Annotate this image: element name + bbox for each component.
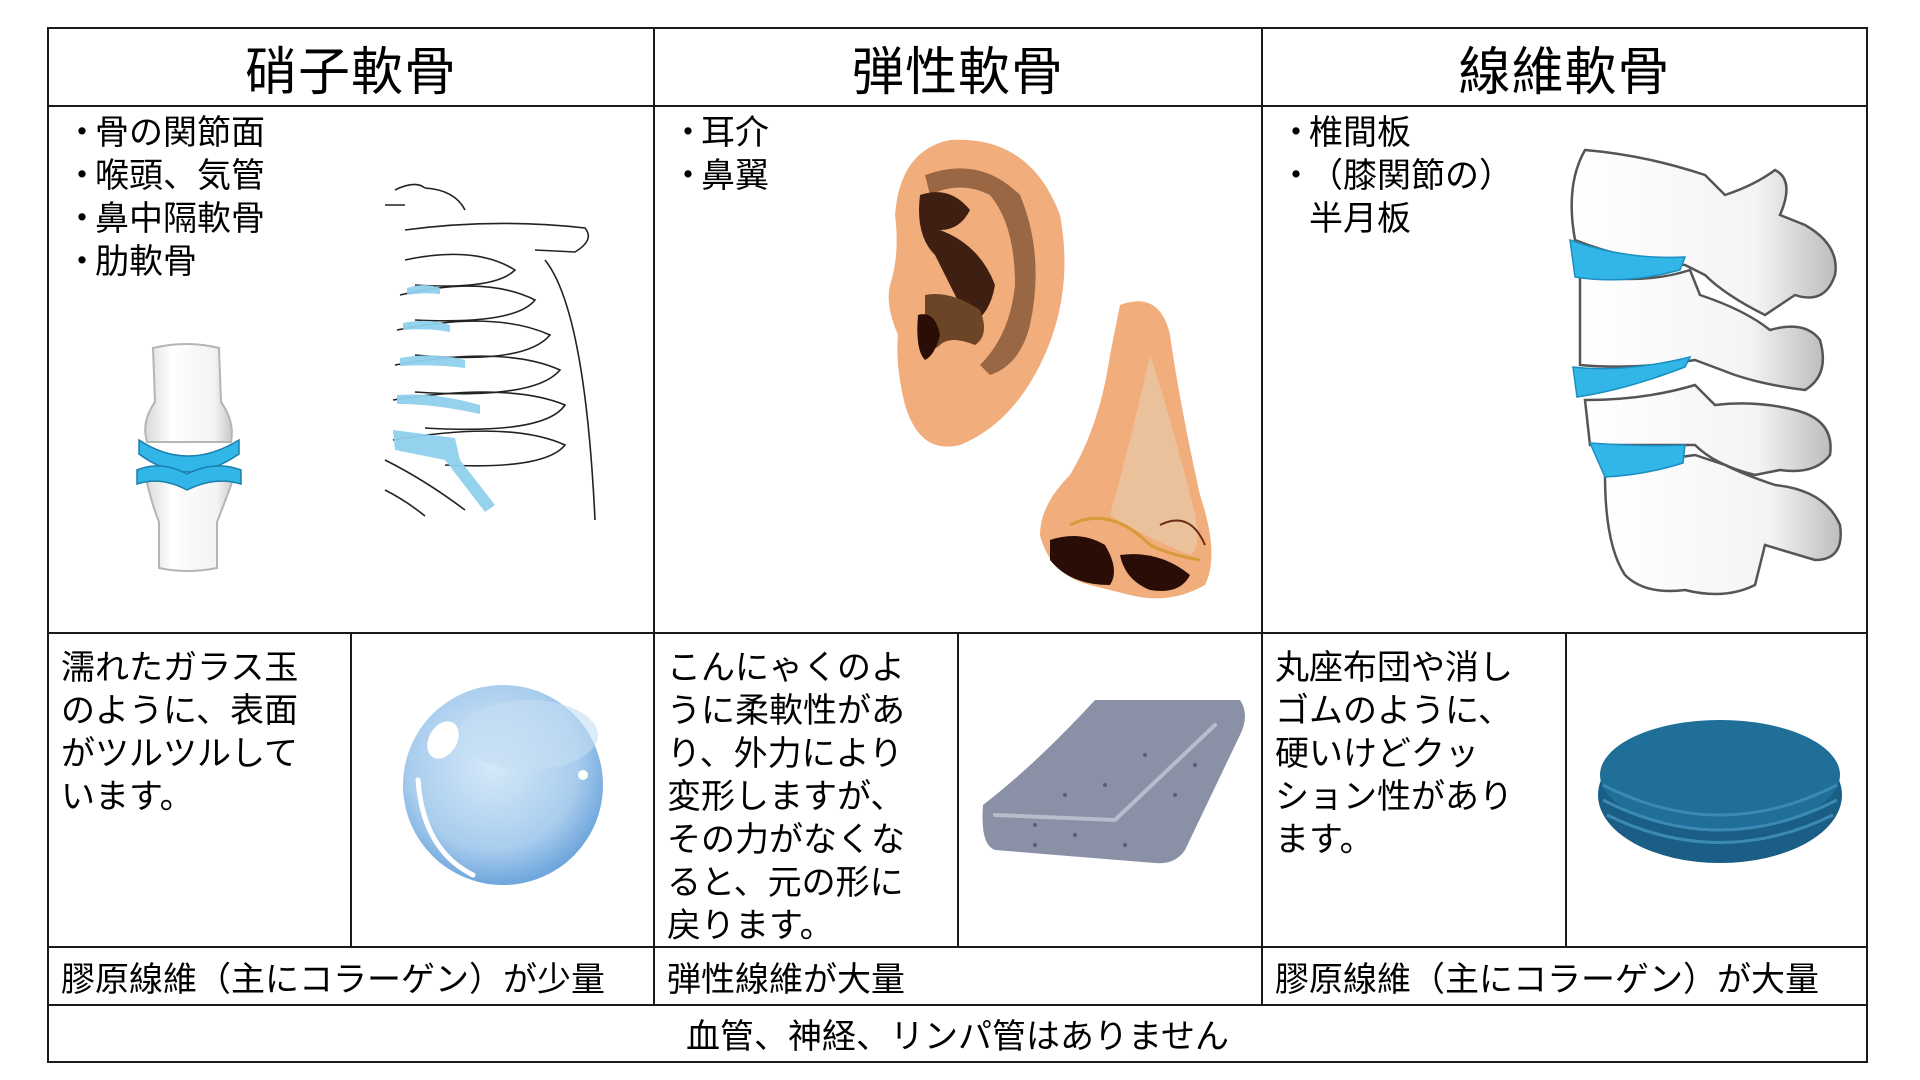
fiber-elastic: 弾性線維が大量: [667, 959, 905, 1000]
divider-header: [47, 105, 1868, 107]
divider-description-row: [47, 946, 1868, 948]
glass-ball-image: [403, 685, 603, 885]
fiber-hyaline: 膠原線維（主にコラーゲン）が少量: [61, 959, 605, 1000]
divider-sub-1: [350, 633, 352, 947]
nose-illustration: [1040, 301, 1212, 599]
round-cushion-image: [1598, 720, 1842, 863]
spine-discs-illustration: [1569, 148, 1842, 596]
common-note: 血管、神経、リンパ管はありません: [686, 1017, 1229, 1057]
konjac-image: [982, 700, 1245, 864]
header-fibrocartilage: 線維軟骨: [1458, 42, 1671, 103]
location-item: ・肋軟骨: [65, 242, 197, 282]
divider-sub-2: [957, 633, 959, 947]
locations-elastic: ・耳介 ・鼻翼: [655, 108, 905, 198]
header-elastic-cartilage: 弾性軟骨: [851, 42, 1064, 103]
divider-col-1: [653, 27, 655, 1005]
location-item: ・鼻中隔軟骨: [65, 199, 265, 239]
location-item: ・鼻翼: [671, 156, 769, 196]
joint-cartilage-illustration: [136, 343, 242, 572]
location-item: ・喉頭、気管: [65, 156, 265, 196]
divider-sub-3: [1565, 633, 1567, 947]
description-elastic: こんにゃくのよ うに柔軟性があ り、外力により 変形しますが、 その力がなくな …: [667, 648, 905, 946]
location-item: ・骨の関節面: [65, 113, 265, 153]
description-hyaline: 濡れたガラス玉 のように、表面 がツルツルして います。: [61, 648, 299, 817]
description-fibro: 丸座布団や消し ゴムのように、 硬いけどクッ ション性があり ます。: [1275, 648, 1513, 860]
header-hyaline-cartilage: 硝子軟骨: [244, 42, 457, 103]
locations-hyaline: ・骨の関節面 ・喉頭、気管 ・鼻中隔軟骨 ・肋軟骨: [49, 108, 349, 284]
location-item: ・椎間板: [1279, 113, 1411, 153]
locations-fibro: ・椎間板 ・（膝関節の） 半月板: [1263, 108, 1563, 241]
divider-fiber-row: [47, 1004, 1868, 1006]
fiber-fibro: 膠原線維（主にコラーゲン）が大量: [1275, 959, 1819, 1000]
location-item: 半月板: [1309, 199, 1411, 239]
rib-cage-illustration: [384, 183, 596, 521]
location-item: ・（膝関節の）: [1279, 156, 1513, 196]
ear-illustration: [888, 139, 1065, 447]
divider-col-2: [1261, 27, 1263, 1005]
cartilage-comparison-table: [47, 27, 1868, 1063]
location-item: ・耳介: [671, 113, 769, 153]
